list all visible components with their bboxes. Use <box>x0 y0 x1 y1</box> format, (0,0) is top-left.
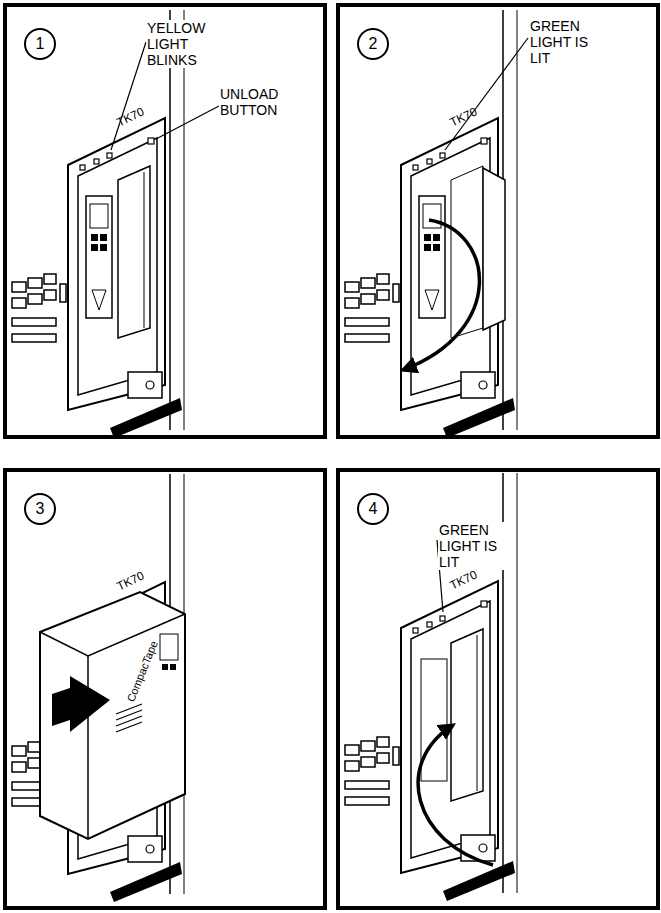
step-number-text: 2 <box>369 35 378 53</box>
step-number: 2 <box>357 28 389 60</box>
step-number: 4 <box>357 493 389 525</box>
step-number-text: 3 <box>36 500 45 518</box>
model-marking: TK70 <box>114 105 147 130</box>
callout-label: YELLOW LIGHT BLINKS <box>146 20 224 68</box>
model-marking: TK70 <box>447 568 480 593</box>
callout-label: GREEN LIGHT IS LIT <box>529 18 595 66</box>
step-number-text: 4 <box>369 500 378 518</box>
callout-label: UNLOAD BUTTON <box>219 86 297 118</box>
model-marking: TK70 <box>447 105 480 130</box>
step-number-text: 1 <box>36 35 45 53</box>
step-number: 3 <box>24 493 56 525</box>
model-marking: TK70 <box>114 569 147 594</box>
callout-label: GREEN LIGHT IS LIT <box>438 522 504 570</box>
panel-frame <box>5 5 658 908</box>
step-number: 1 <box>24 28 56 60</box>
